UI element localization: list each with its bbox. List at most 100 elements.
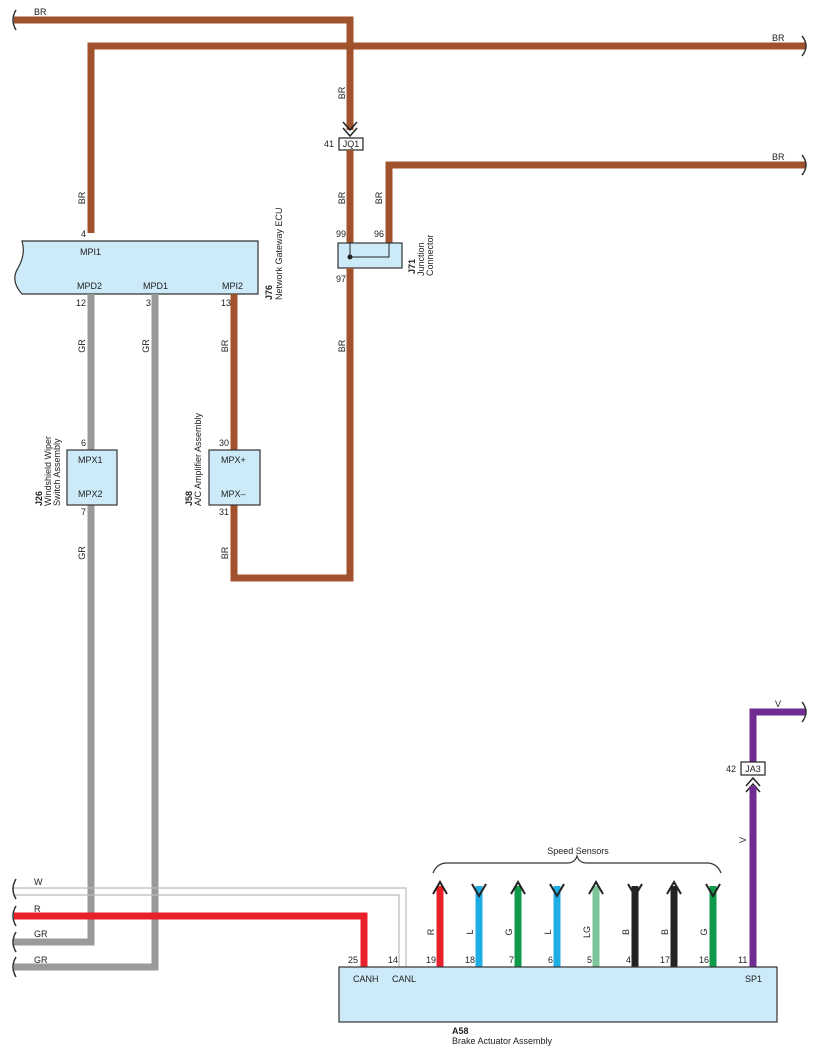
a58-term-sp1: SP1 — [745, 974, 762, 984]
sensor-pin-number: 19 — [426, 955, 436, 965]
sensor-wire-color-label: L — [543, 929, 553, 934]
arrow-down-icon — [549, 883, 565, 898]
a58-brake-actuator: 25 14 CANH CANL 11 SP1 A58 Brake Actuato… — [338, 955, 778, 1046]
j58-pin-mpxp: 30 — [219, 438, 229, 448]
wire-label-j71-96: BR — [374, 191, 384, 204]
wire-label-br-to-ecu: BR — [77, 191, 87, 204]
wire-break-v — [801, 701, 807, 723]
sensor-pin-number: 5 — [587, 955, 592, 965]
j58-code: J58 — [184, 491, 194, 506]
a58-pin-sp1: 11 — [738, 955, 747, 965]
j26-windshield-wiper-switch: MPX1 MPX2 6 7 J26 Windshield Wiper Switc… — [34, 436, 118, 517]
wire-label-j71-99: BR — [337, 191, 347, 204]
wire-label-br-mid-right: BR — [772, 152, 785, 162]
sensor-pin-number: 4 — [626, 955, 631, 965]
arrow-up-icon — [432, 880, 448, 895]
arrow-up-icon — [588, 880, 604, 895]
sensor-wire-color-label: R — [426, 928, 436, 935]
j26-terminal-mpx2: MPX2 — [78, 489, 103, 499]
w-wire-inner — [14, 894, 400, 967]
br-wire-top-right — [87, 42, 806, 233]
wire-label-r: R — [34, 904, 41, 914]
ja3-label: JA3 — [745, 764, 761, 774]
speed-sensors-bracket — [432, 853, 722, 874]
j76-code: J76 — [264, 285, 274, 300]
wire-label-j26-out: GR — [77, 546, 87, 560]
wire-label-j71-97: BR — [337, 339, 347, 352]
j58-terminal-mpxm: MPX– — [221, 489, 246, 499]
sensor-pin-number: 16 — [699, 955, 709, 965]
wire-label-mpd1: GR — [141, 339, 151, 353]
arrow-down-icon — [627, 883, 643, 898]
j76-pin-mpi2: 13 — [221, 298, 231, 308]
wire-break-w — [12, 878, 17, 900]
br-wire-mid-right — [385, 161, 806, 243]
v-wire-top — [749, 708, 806, 762]
j71-pin-99: 99 — [336, 229, 346, 239]
j76-name: Network Gateway ECU — [274, 207, 284, 300]
j76-network-gateway-ecu: MPI1 MPD2 MPD1 MPI2 4 12 3 13 J76 Networ… — [14, 207, 284, 308]
wire-break-gr1 — [12, 931, 17, 953]
wire-label-w: W — [34, 877, 43, 887]
arrow-down-icon — [471, 883, 487, 898]
jq1-pin: 41 — [324, 139, 334, 149]
wire-label-v-top: V — [775, 699, 781, 709]
wire-break-gr2 — [12, 956, 17, 978]
wire-break-mid-right — [801, 154, 807, 176]
arrow-down-icon — [705, 883, 721, 898]
gr-wire-mpd1 — [14, 294, 159, 971]
j58-pin-mpxm: 31 — [219, 507, 229, 517]
a58-name: Brake Actuator Assembly — [452, 1036, 553, 1046]
j26-code: J26 — [34, 491, 44, 506]
j71-pin-97: 97 — [336, 274, 346, 284]
j58-name: A/C Amplifier Assembly — [193, 412, 203, 506]
sensor-pin-number: 17 — [660, 955, 670, 965]
sensor-wire-color-label: B — [621, 929, 631, 935]
br-wire-top-left — [14, 16, 354, 130]
wire-break-r — [12, 905, 17, 927]
j71-code: J71 — [407, 259, 417, 274]
j26-pin-mpx2: 7 — [81, 507, 86, 517]
wire-label-br-top-right: BR — [772, 33, 785, 43]
a58-pin-canl: 14 — [388, 955, 398, 965]
wire-label-gr1: GR — [34, 929, 48, 939]
a58-term-canh: CANH — [353, 974, 379, 984]
j76-pin-mpd1: 3 — [146, 298, 151, 308]
j76-terminal-mpi1: MPI1 — [80, 247, 101, 257]
arrow-up-icon — [666, 880, 682, 895]
j76-terminal-mpd1: MPD1 — [143, 281, 168, 291]
j58-ac-amplifier: MPX+ MPX– 30 31 J58 A/C Amplifier Assemb… — [184, 412, 261, 517]
j71-pin-96: 96 — [374, 229, 384, 239]
wire-break-top-left — [12, 9, 17, 31]
j76-terminal-mpi2: MPI2 — [222, 281, 243, 291]
sensor-wire-color-label: G — [504, 928, 514, 935]
r-wire-canh — [14, 912, 368, 967]
wire-label-mpi2: BR — [220, 339, 230, 352]
sensor-pin-number: 6 — [548, 955, 553, 965]
wire-label-gr2: GR — [34, 955, 48, 965]
sensor-wire-color-label: G — [699, 928, 709, 935]
sensor-pin-number: 7 — [509, 955, 514, 965]
ja3-pin: 42 — [726, 764, 736, 774]
a58-pin-canh: 25 — [348, 955, 358, 965]
wire-label-v-down: V — [738, 837, 748, 843]
a58-term-canl: CANL — [392, 974, 416, 984]
ja3-arrow-icon — [745, 776, 761, 793]
j71-junction-connector: 99 96 97 J71 Junction Connector — [336, 229, 435, 284]
j76-terminal-mpd2: MPD2 — [77, 281, 102, 291]
wire-label-br-top-left: BR — [34, 7, 47, 17]
j71-name-line2: Connector — [425, 234, 435, 276]
j26-name-line2: Switch Assembly — [52, 438, 62, 506]
jq1-label: JQ1 — [343, 139, 360, 149]
j26-name-line1: Windshield Wiper — [43, 436, 53, 506]
j76-pin-mpi1: 4 — [81, 229, 86, 239]
w-wire — [14, 887, 407, 967]
sensor-wire-color-label: L — [465, 929, 475, 934]
a58-code: A58 — [452, 1026, 469, 1036]
jq1-arrow-icon — [342, 121, 358, 138]
j71-name-line1: Junction — [416, 242, 426, 276]
wire-break-top-right — [801, 35, 807, 57]
j26-pin-mpx1: 6 — [81, 438, 86, 448]
jq1-connector: JQ1 41 — [324, 121, 364, 151]
